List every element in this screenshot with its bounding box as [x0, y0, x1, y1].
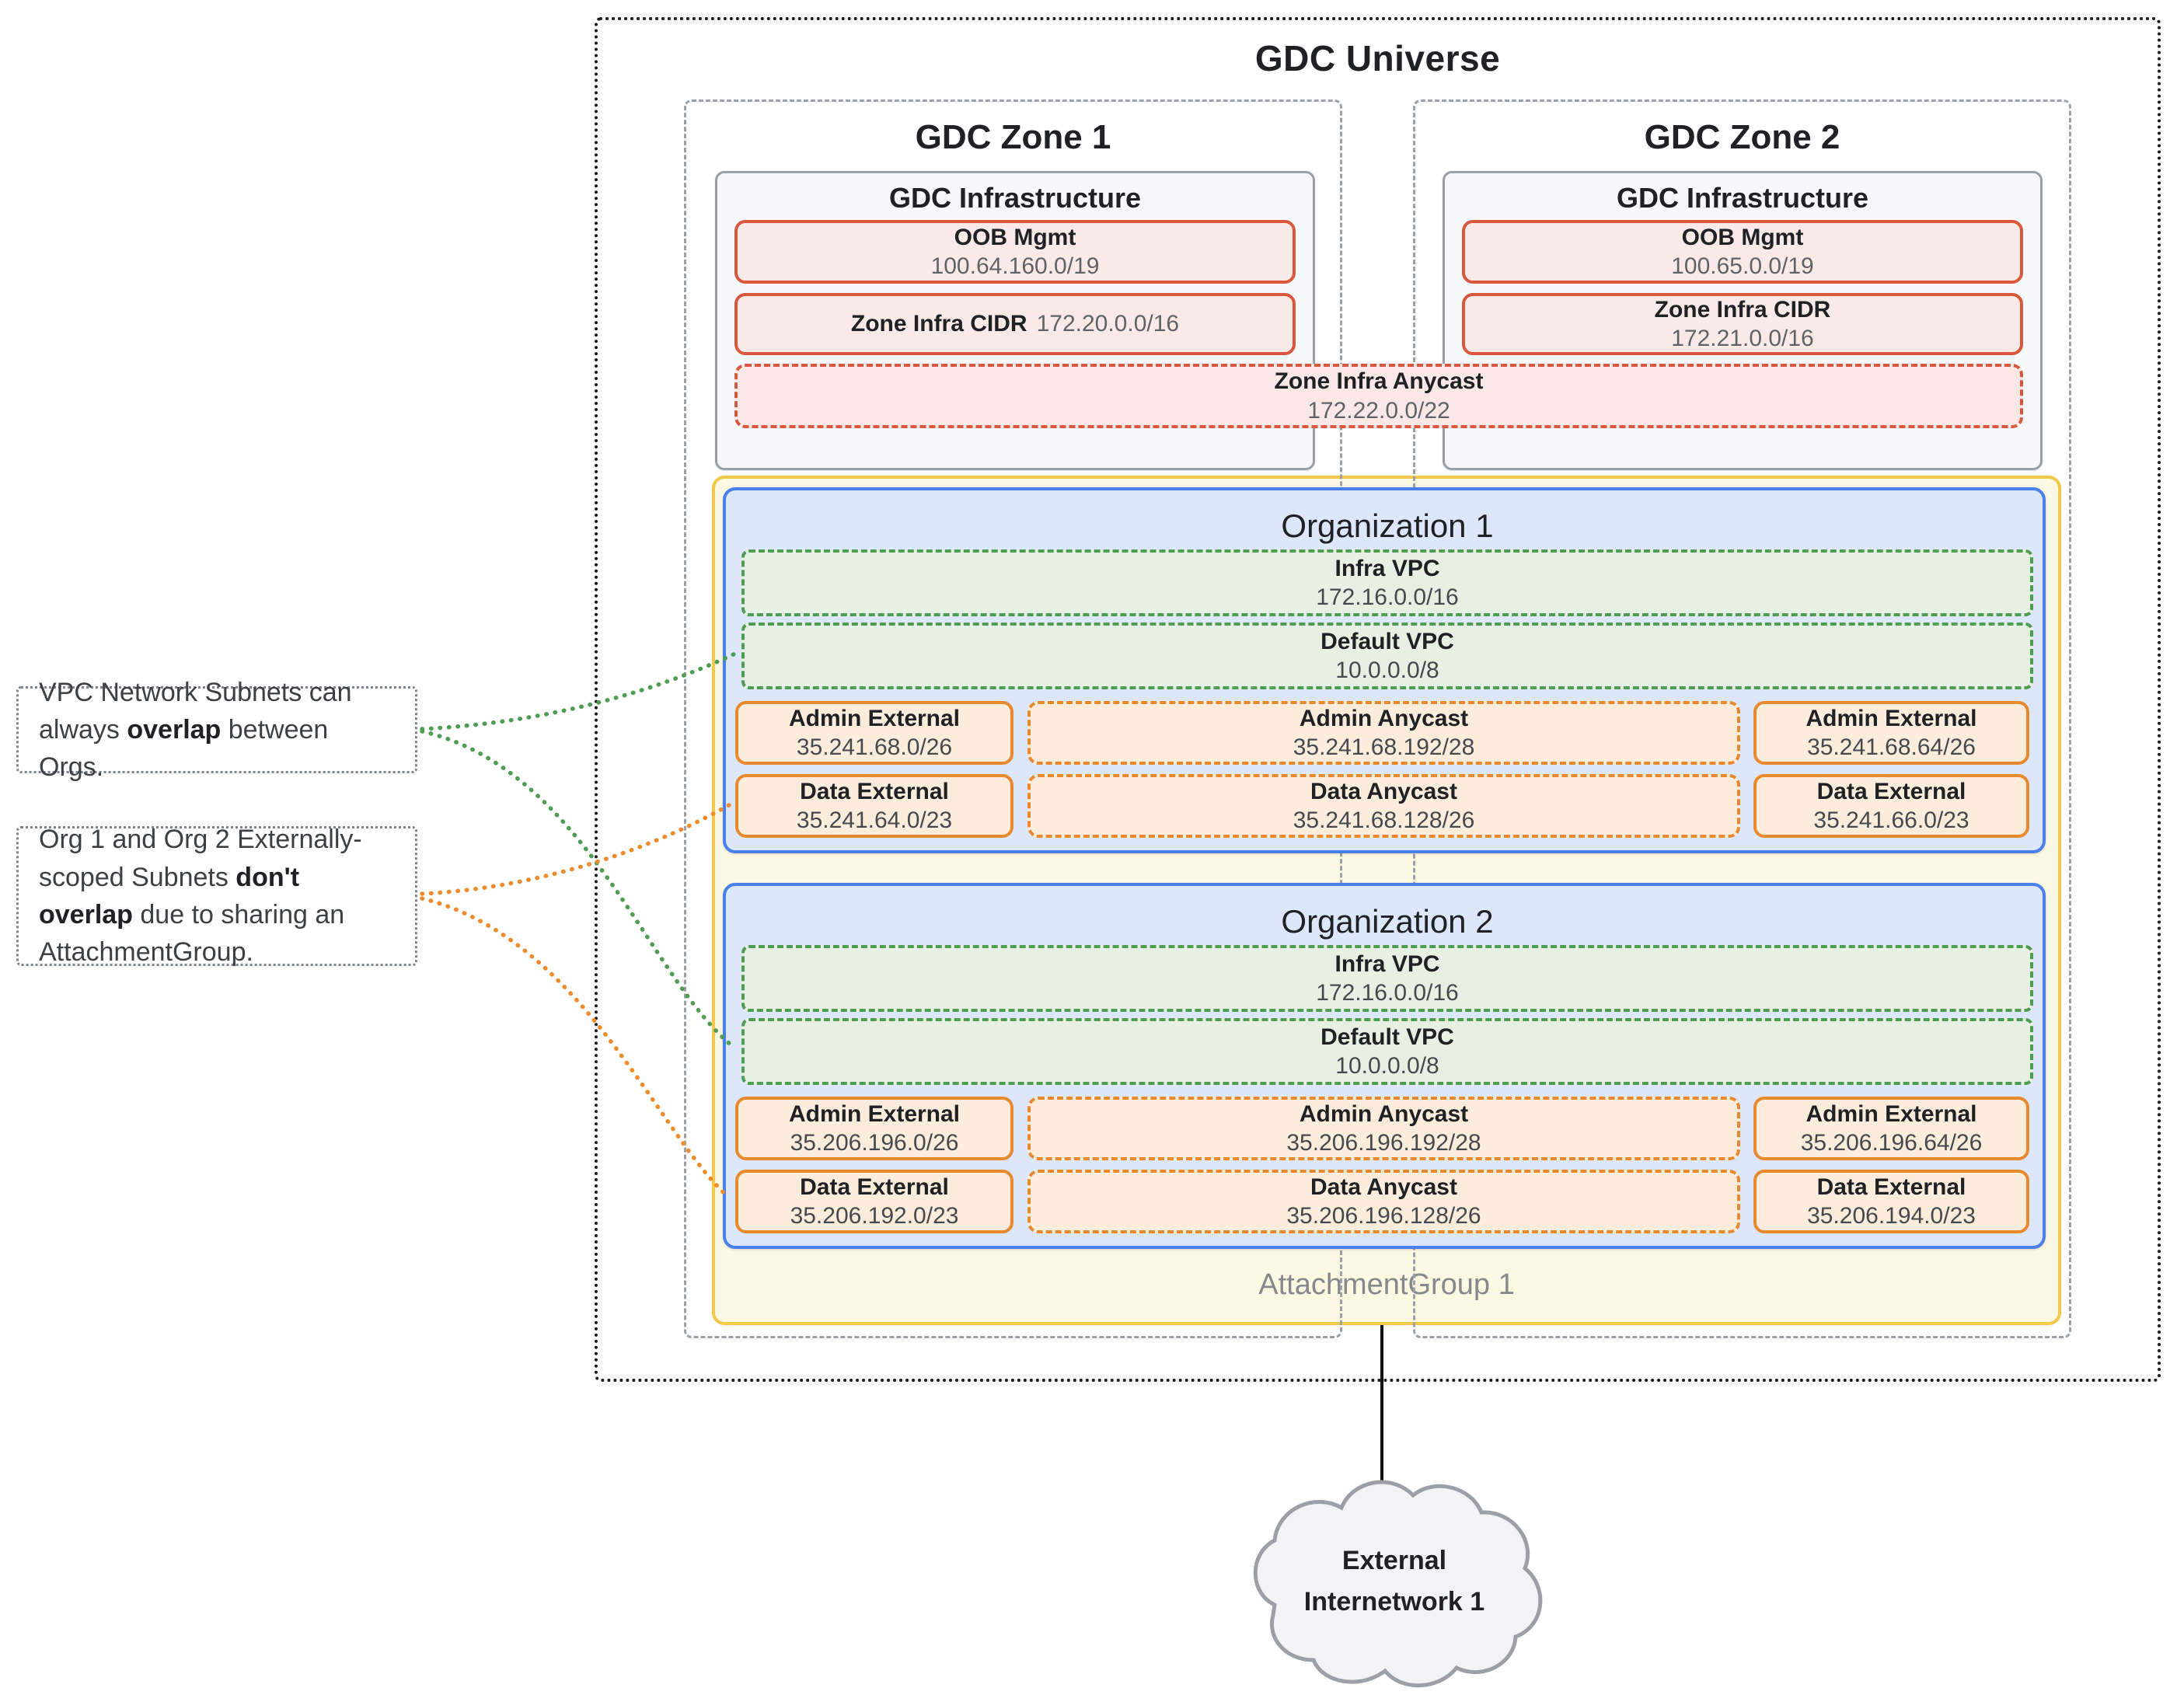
zone2-infra-cidr-value: 172.21.0.0/16 [1671, 326, 1814, 351]
zone2-infrastructure-title: GDC Infrastructure [1616, 182, 1869, 214]
org2-data-external-left-cidr: 35.206.192.0/23 [790, 1203, 959, 1229]
org1-data-external-right-box: Data External 35.241.66.0/23 [1753, 774, 2029, 838]
org1-default-vpc-box: Default VPC 10.0.0.0/8 [741, 623, 2033, 689]
org2-admin-anycast-label: Admin Anycast [1299, 1100, 1469, 1127]
zone1-infra-cidr-box: Zone Infra CIDR 172.20.0.0/16 [734, 293, 1296, 355]
org2-data-anycast-cidr: 35.206.196.128/26 [1286, 1203, 1481, 1229]
org2-infra-vpc-cidr: 172.16.0.0/16 [1316, 980, 1459, 1006]
org2-default-vpc-label: Default VPC [1321, 1024, 1454, 1050]
org2-admin-anycast-box: Admin Anycast 35.206.196.192/28 [1027, 1097, 1740, 1160]
org1-data-external-left-box: Data External 35.241.64.0/23 [735, 774, 1014, 838]
org1-admin-anycast-label: Admin Anycast [1299, 705, 1469, 731]
org2-admin-external-right-box: Admin External 35.206.196.64/26 [1753, 1097, 2029, 1160]
org1-admin-external-right-label: Admin External [1805, 705, 1977, 731]
zone1-oob-mgmt-box: OOB Mgmt 100.64.160.0/19 [734, 220, 1296, 284]
org1-admin-external-right-box: Admin External 35.241.68.64/26 [1753, 701, 2029, 765]
zone1-oob-mgmt-label: OOB Mgmt [954, 224, 1076, 250]
note-subnets-overlap: VPC Network Subnets can always overlap b… [16, 678, 417, 782]
org1-data-external-left-label: Data External [800, 778, 949, 804]
external-internetwork-label: External Internetwork 1 [1262, 1540, 1526, 1626]
org2-default-vpc-cidr: 10.0.0.0/8 [1335, 1053, 1439, 1079]
org2-admin-external-left-box: Admin External 35.206.196.0/26 [735, 1097, 1014, 1160]
zone2-infra-cidr-box: Zone Infra CIDR 172.21.0.0/16 [1462, 293, 2023, 355]
org1-admin-anycast-cidr: 35.241.68.192/28 [1293, 734, 1475, 760]
organization1-box: Organization 1 Infra VPC 172.16.0.0/16 D… [723, 487, 2046, 853]
org1-admin-anycast-box: Admin Anycast 35.241.68.192/28 [1027, 701, 1740, 765]
org1-data-anycast-cidr: 35.241.68.128/26 [1293, 807, 1475, 833]
zone1-infrastructure-title: GDC Infrastructure [888, 182, 1142, 214]
org1-admin-external-left-cidr: 35.241.68.0/26 [796, 734, 953, 760]
org1-admin-external-left-box: Admin External 35.241.68.0/26 [735, 701, 1014, 765]
org2-data-external-right-label: Data External [1816, 1174, 1966, 1200]
zone2-oob-mgmt-box: OOB Mgmt 100.65.0.0/19 [1462, 220, 2023, 284]
note-no-overlap-text: Org 1 and Org 2 Externally-scoped Subnet… [39, 825, 362, 968]
gdc-universe-title: GDC Universe [1254, 38, 1501, 78]
org2-infra-vpc-label: Infra VPC [1334, 950, 1440, 977]
zone2-oob-mgmt-label: OOB Mgmt [1681, 224, 1804, 250]
org1-infra-vpc-label: Infra VPC [1334, 555, 1440, 581]
zone1-oob-mgmt-cidr: 100.64.160.0/19 [930, 253, 1100, 279]
note-subnets-overlap-text: VPC Network Subnets can always overlap b… [39, 677, 352, 783]
org2-data-anycast-box: Data Anycast 35.206.196.128/26 [1027, 1170, 1740, 1233]
organization2-title: Organization 2 [1281, 903, 1494, 940]
org2-data-anycast-label: Data Anycast [1310, 1174, 1457, 1200]
zone-infra-anycast-cidr: 172.22.0.0/22 [1307, 397, 1450, 424]
org1-data-anycast-label: Data Anycast [1310, 778, 1457, 804]
zone-infra-anycast-box: Zone Infra Anycast 172.22.0.0/22 [734, 364, 2023, 428]
attachment-group-label: AttachmentGroup 1 [1258, 1268, 1515, 1301]
zone1-infra-cidr-value: 172.20.0.0/16 [1036, 311, 1180, 337]
org1-data-external-right-cidr: 35.241.66.0/23 [1813, 807, 1969, 833]
note-no-overlap: Org 1 and Org 2 Externally-scoped Subnet… [16, 825, 417, 967]
org2-data-external-left-label: Data External [800, 1174, 949, 1200]
org1-admin-external-right-cidr: 35.241.68.64/26 [1807, 734, 1976, 760]
org1-default-vpc-label: Default VPC [1321, 628, 1454, 654]
external-internetwork-label-line2: Internetwork 1 [1303, 1586, 1485, 1617]
org2-default-vpc-box: Default VPC 10.0.0.0/8 [741, 1018, 2033, 1085]
org2-admin-external-right-cidr: 35.206.196.64/26 [1800, 1130, 1983, 1156]
org2-admin-anycast-cidr: 35.206.196.192/28 [1286, 1130, 1481, 1156]
org1-data-external-right-label: Data External [1816, 778, 1966, 804]
org1-default-vpc-cidr: 10.0.0.0/8 [1335, 657, 1439, 683]
org1-data-anycast-box: Data Anycast 35.241.68.128/26 [1027, 774, 1740, 838]
org1-data-external-left-cidr: 35.241.64.0/23 [796, 807, 953, 833]
gdc-zone2-title: GDC Zone 2 [1644, 118, 1840, 156]
zone-infra-anycast-label: Zone Infra Anycast [1274, 368, 1484, 394]
org2-data-external-left-box: Data External 35.206.192.0/23 [735, 1170, 1014, 1233]
external-internetwork-label-line1: External [1341, 1546, 1447, 1575]
org2-admin-external-left-cidr: 35.206.196.0/26 [790, 1130, 959, 1156]
organization2-box: Organization 2 Infra VPC 172.16.0.0/16 D… [723, 883, 2046, 1249]
org2-admin-external-right-label: Admin External [1805, 1100, 1977, 1127]
org1-admin-external-left-label: Admin External [788, 705, 961, 731]
organization1-title: Organization 1 [1281, 507, 1494, 544]
org1-infra-vpc-box: Infra VPC 172.16.0.0/16 [741, 549, 2033, 616]
zone2-oob-mgmt-cidr: 100.65.0.0/19 [1671, 253, 1814, 279]
org2-data-external-right-cidr: 35.206.194.0/23 [1807, 1203, 1976, 1229]
org2-infra-vpc-box: Infra VPC 172.16.0.0/16 [741, 945, 2033, 1012]
org1-infra-vpc-cidr: 172.16.0.0/16 [1316, 584, 1459, 610]
zone2-infra-cidr-label: Zone Infra CIDR [1654, 296, 1831, 323]
org2-data-external-right-box: Data External 35.206.194.0/23 [1753, 1170, 2029, 1233]
zone1-infra-cidr-label: Zone Infra CIDR [850, 311, 1027, 337]
gdc-zone1-title: GDC Zone 1 [915, 118, 1111, 156]
org2-admin-external-left-label: Admin External [788, 1100, 961, 1127]
